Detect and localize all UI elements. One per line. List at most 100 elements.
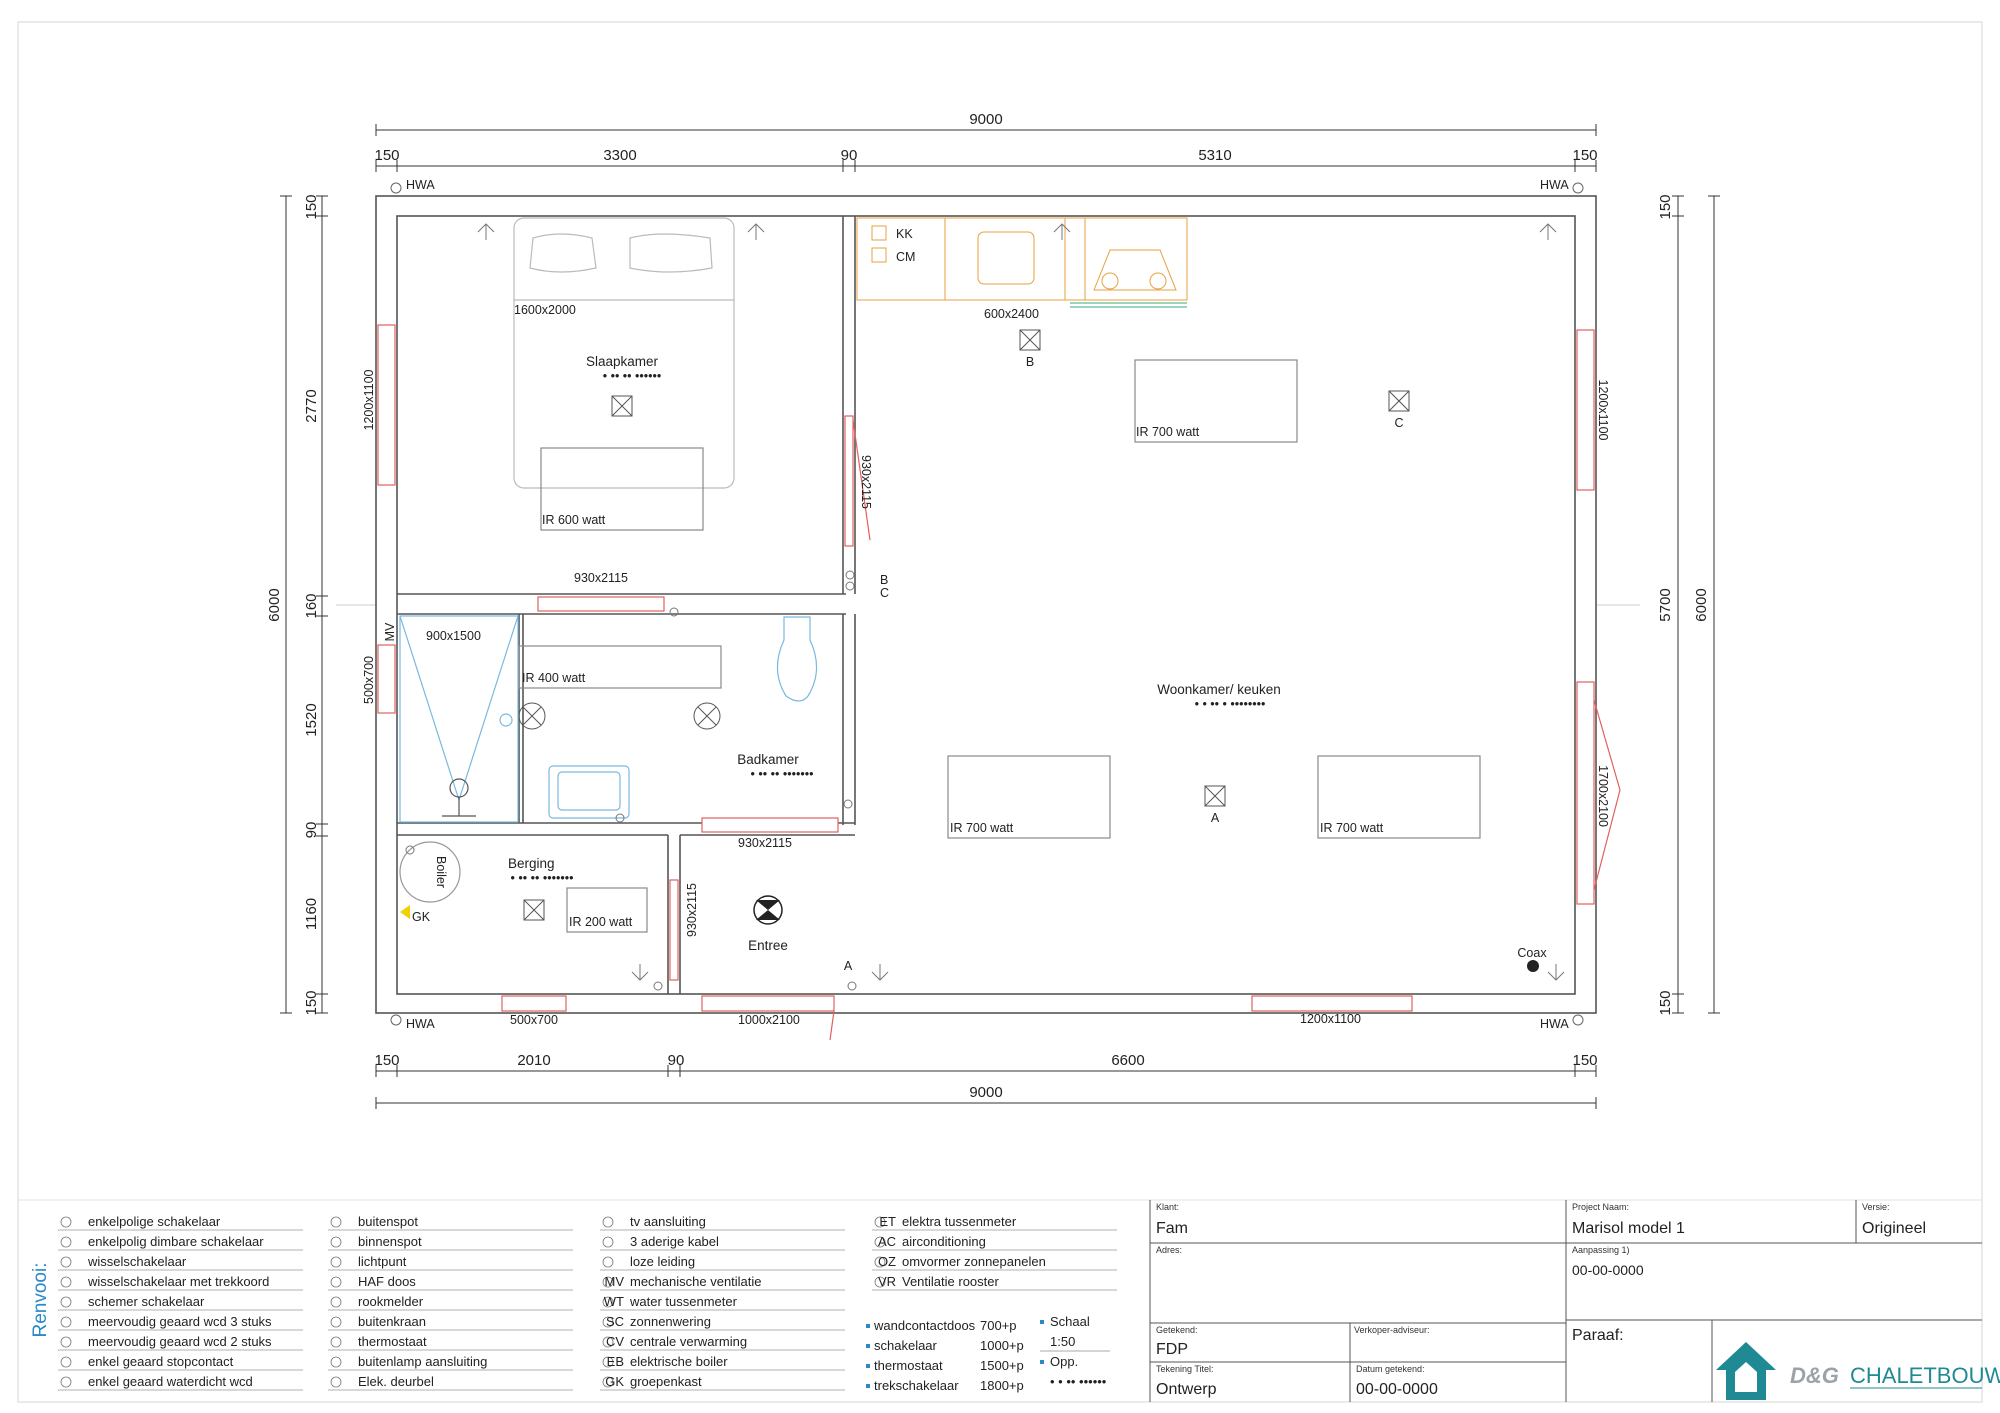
washbasin <box>548 765 630 819</box>
aanpassing-label: Aanpassing 1) <box>1572 1245 1630 1255</box>
legend-symbol-icon <box>602 1336 614 1348</box>
legend-item: enkel geaard stopcontact <box>88 1354 234 1369</box>
ir-panels <box>518 359 1481 933</box>
lichtpunt-icon <box>611 395 633 417</box>
door-slaap <box>537 596 665 612</box>
height-label: thermostaat <box>874 1358 943 1373</box>
legend-symbol-icon <box>330 1236 342 1248</box>
win-woon-bottom-label: 1200x1100 <box>1300 1012 1361 1026</box>
legend-item: loze leiding <box>630 1254 695 1269</box>
tekening-label: Tekening Titel: <box>1156 1364 1214 1374</box>
room-area-woonkamer: • • •• • •••••••• <box>1195 697 1266 711</box>
legend-item: thermostaat <box>358 1334 427 1349</box>
project-label: Project Naam: <box>1572 1202 1629 1212</box>
klant-label: Klant: <box>1156 1202 1179 1212</box>
versie-label: Versie: <box>1862 1202 1890 1212</box>
legend-symbol-icon <box>330 1256 342 1268</box>
getekend-label: Getekend: <box>1156 1325 1198 1335</box>
legend-symbol-icon <box>330 1356 342 1368</box>
dim-left-3: 160 <box>303 593 320 618</box>
dim-left-total: 6000 <box>266 588 283 621</box>
dim-left-1: 150 <box>303 194 320 219</box>
spots <box>518 702 721 730</box>
paraaf-label: Paraaf: <box>1572 1327 1624 1344</box>
verkoper-label: Verkoper-adviseur: <box>1354 1325 1430 1335</box>
legend-symbol-icon <box>602 1356 614 1368</box>
legend-code: GK <box>605 1374 624 1389</box>
legend-item: wisselschakelaar met trekkoord <box>87 1274 269 1289</box>
logo-chaletbouw-text: CHALETBOUW <box>1850 1363 2000 1388</box>
legend-code: MV <box>605 1274 625 1289</box>
legend-code: WT <box>604 1294 624 1309</box>
legend-item: meervoudig geaard wcd 3 stuks <box>88 1314 272 1329</box>
ir-bad-label: IR 400 watt <box>522 671 586 685</box>
kitchen-block <box>856 217 1188 308</box>
kk-symbol <box>871 225 887 241</box>
left-dimensions <box>280 195 328 1014</box>
win-woon-right-label: 1200x1100 <box>1596 380 1610 441</box>
dim-left-4: 1520 <box>303 703 320 736</box>
win-woon-right-low-label: 1700x2100 <box>1596 765 1610 827</box>
dim-top-4: 5310 <box>1198 147 1231 164</box>
scale-label: Schaal <box>1050 1314 1090 1329</box>
legend-code: CV <box>606 1334 624 1349</box>
legend-item: zonnenwering <box>630 1314 711 1329</box>
legend-symbol-icon <box>330 1316 342 1328</box>
coax-label: Coax <box>1517 946 1547 960</box>
legend-code: EB <box>607 1354 624 1369</box>
dg-chaletbouw-logo: D&G CHALETBOUW <box>1716 1342 2000 1400</box>
lichtpunt-icon <box>1204 785 1226 807</box>
room-name-badkamer: Badkamer <box>737 752 799 767</box>
hwa-label-bl: HWA <box>406 1017 435 1031</box>
height-bullet <box>866 1384 870 1388</box>
datum-value: 00-00-0000 <box>1356 1381 1438 1398</box>
dim-top-2: 3300 <box>603 147 636 164</box>
height-bullet <box>866 1364 870 1368</box>
scale-value: 1:50 <box>1050 1334 1075 1349</box>
door-entree <box>701 995 835 1012</box>
cm-label: CM <box>896 250 915 264</box>
height-value: 1500+p <box>980 1358 1024 1373</box>
window-slaap-left <box>377 324 396 486</box>
win-berging-bottom-label: 500x700 <box>510 1013 558 1027</box>
legend-item: rookmelder <box>358 1294 424 1309</box>
kk-label: KK <box>896 227 913 241</box>
legend-symbol-icon <box>60 1276 72 1288</box>
hwa-markers <box>390 182 1584 1026</box>
lichtpunt-icon <box>1388 390 1410 412</box>
legend-item: enkelpolig dimbare schakelaar <box>88 1234 264 1249</box>
legend-symbol-icon <box>602 1236 614 1248</box>
dim-right-2: 5700 <box>1657 588 1674 621</box>
legend-symbol-icon <box>60 1316 72 1328</box>
legend-item: binnenspot <box>358 1234 422 1249</box>
hwa-label-tl: HWA <box>406 178 435 192</box>
legend-symbol-icon <box>60 1356 72 1368</box>
legend-symbol-icon <box>874 1256 886 1268</box>
height-value: 700+p <box>980 1318 1017 1333</box>
ir-woon-left-label: IR 700 watt <box>950 821 1014 835</box>
point-a-label: A <box>1211 811 1220 825</box>
klant-value: Fam <box>1156 1220 1188 1237</box>
legend-symbol-icon <box>602 1276 614 1288</box>
legend-code: OZ <box>878 1254 896 1269</box>
height-bullet <box>866 1344 870 1348</box>
binnenspot-icon <box>518 702 546 730</box>
legend-symbol-icon <box>330 1276 342 1288</box>
legend-symbol-icon <box>330 1296 342 1308</box>
legend-symbol-icon <box>874 1276 886 1288</box>
door-swing-2 <box>1593 699 1621 791</box>
legend-item: lichtpunt <box>358 1254 407 1269</box>
legend-item: elektra tussenmeter <box>902 1214 1017 1229</box>
window-woon-bottom <box>1251 995 1413 1012</box>
plan-labels: HWA HWA HWA HWA 1600x2000 Slaapkamer • •… <box>362 178 1610 1031</box>
datum-label: Datum getekend: <box>1356 1364 1425 1374</box>
dim-right-1: 150 <box>1657 194 1674 219</box>
tekening-value: Ontwerp <box>1156 1381 1217 1398</box>
top-dimensions <box>375 124 1597 172</box>
adres-label: Adres: <box>1156 1245 1182 1255</box>
legend-symbol-icon <box>60 1296 72 1308</box>
cm-symbol <box>871 247 887 263</box>
